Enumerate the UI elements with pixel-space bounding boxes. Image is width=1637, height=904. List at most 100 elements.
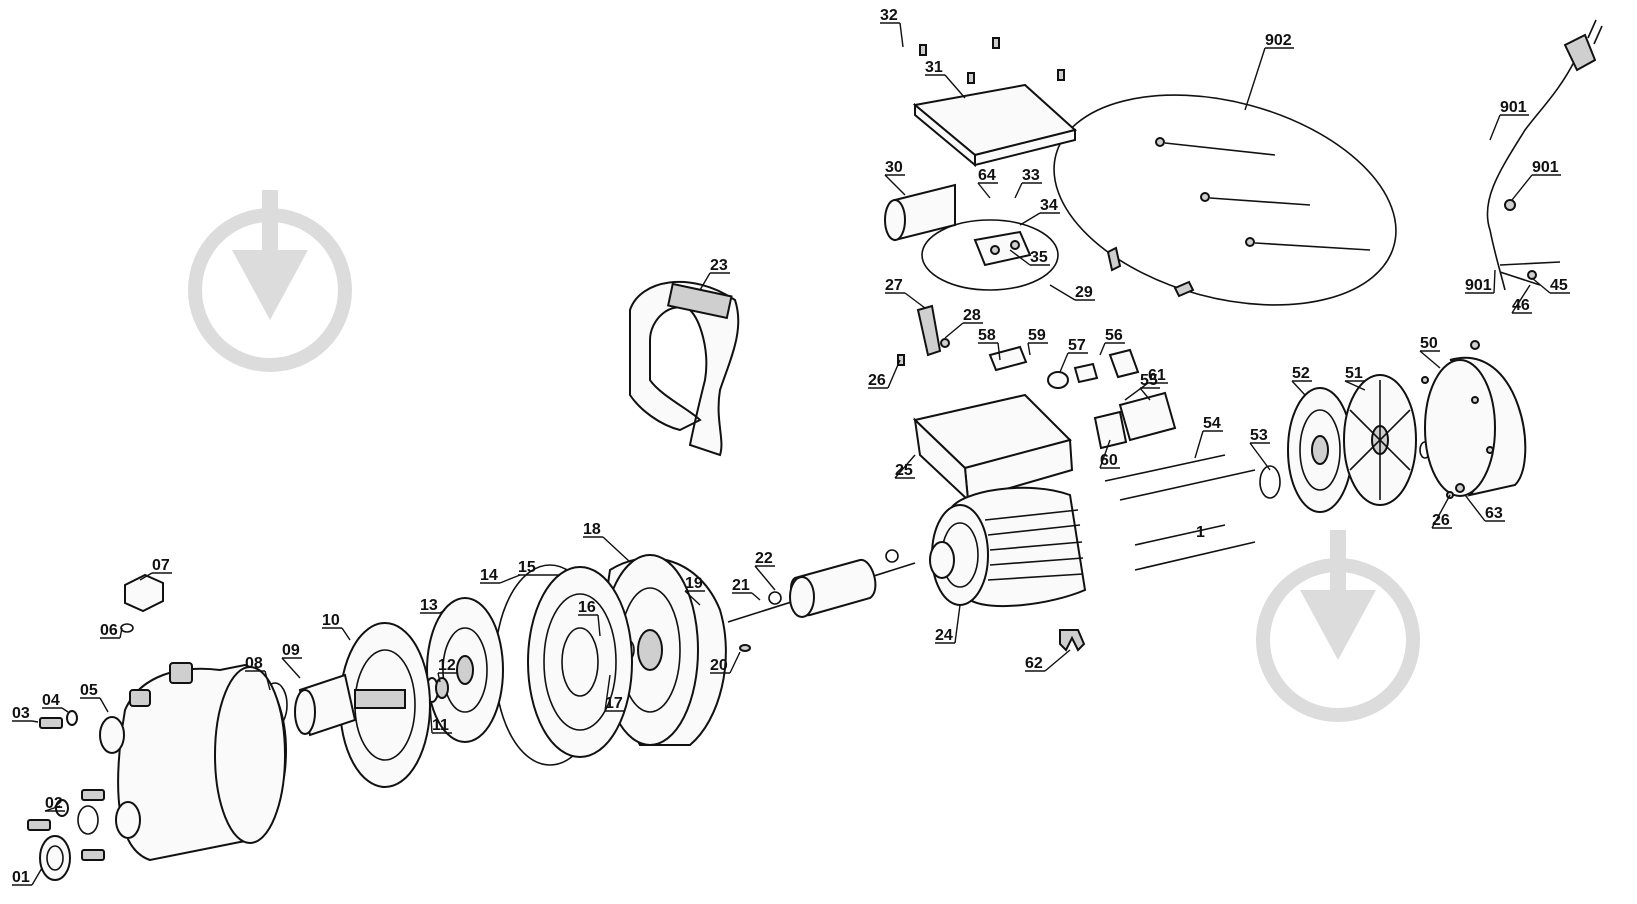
callout-leader (1049, 284, 1076, 301)
watermark-download-icon-left (188, 190, 352, 372)
callout-leader (1099, 439, 1111, 469)
callout-leader (1124, 382, 1149, 401)
callout-24: 24 (935, 627, 953, 644)
callout-31: 31 (925, 59, 943, 76)
callout-28: 28 (963, 307, 981, 324)
callout-leader (281, 657, 301, 679)
callout-08: 08 (245, 655, 263, 672)
cooling-fan (1343, 374, 1417, 506)
callout-leader (31, 720, 39, 723)
screw-28 (940, 338, 950, 348)
callout-57: 57 (1068, 337, 1086, 354)
power-cord (1486, 19, 1603, 291)
callout-leader (754, 565, 776, 591)
callout-leader (684, 590, 701, 606)
venturi-nozzle (294, 673, 357, 737)
callout-leader (61, 707, 69, 713)
filler-plug (124, 573, 164, 613)
callout-09: 09 (282, 642, 300, 659)
drain-screws (27, 710, 105, 861)
callout-leader (1044, 649, 1071, 672)
terminal-box-base (912, 393, 1074, 503)
callout-leader (1139, 387, 1151, 401)
callout-leader (894, 454, 916, 479)
terminal-box-cover (912, 83, 1078, 168)
callout-901: 901 (1532, 159, 1559, 176)
callout-leader (429, 701, 433, 734)
callout-10: 10 (322, 612, 340, 629)
callout-06: 06 (100, 622, 118, 639)
callout-58: 58 (978, 327, 996, 344)
callout-leader (887, 359, 901, 389)
callout-902: 902 (1265, 32, 1292, 49)
wire-leads (1155, 137, 1371, 251)
callout-01: 01 (12, 869, 30, 886)
motor-stator (931, 486, 1087, 608)
watermark-download-icon-right (1256, 530, 1420, 722)
callout-29: 29 (1075, 284, 1093, 301)
callout-leader (1059, 352, 1069, 373)
screws-top (919, 37, 1065, 84)
callout-25: 25 (895, 462, 913, 479)
callout-leader (944, 322, 964, 339)
callout-21: 21 (732, 577, 750, 594)
callout-45: 45 (1550, 277, 1568, 294)
callout-leader (499, 574, 521, 584)
callout-16: 16 (578, 599, 596, 616)
callout-61: 61 (1148, 367, 1166, 384)
bearing-shield-rear (1287, 387, 1353, 513)
callout-leader (1019, 212, 1041, 226)
callout-13: 13 (420, 597, 438, 614)
callout-leader (1099, 342, 1106, 356)
callout-33: 33 (1022, 167, 1040, 184)
callout-18: 18 (583, 521, 601, 538)
callout-leader (44, 805, 61, 812)
callout-51: 51 (1345, 365, 1363, 382)
screw-26 (897, 354, 905, 366)
callout-leader (997, 342, 1001, 361)
callout-64: 64 (978, 167, 996, 184)
gasket-ring (921, 219, 1059, 291)
callout-leader (904, 292, 926, 309)
callout-05: 05 (80, 682, 98, 699)
callout-leader (602, 536, 631, 563)
callout-22: 22 (755, 550, 773, 567)
switch (1093, 391, 1177, 450)
callout-03: 03 (12, 705, 30, 722)
callout-30: 30 (885, 159, 903, 176)
fan-cover (1424, 356, 1527, 497)
wiring-group-outline (1053, 94, 1397, 306)
callout-26: 26 (868, 372, 886, 389)
screw-45 (1527, 270, 1537, 280)
callout-04: 04 (42, 692, 60, 709)
terminal-block (973, 230, 1032, 267)
callout-leader (1511, 284, 1531, 314)
callout-27: 27 (885, 277, 903, 294)
callout-leader (977, 182, 991, 199)
callout-leader (954, 604, 961, 644)
callout-leader (1009, 249, 1031, 266)
callout-leader (139, 572, 153, 581)
callout-901: 901 (1500, 99, 1527, 116)
callout-leader (1014, 182, 1023, 199)
callout-leader (884, 174, 906, 196)
shaft-mark: 1 (1196, 524, 1205, 541)
carrying-handle (629, 280, 740, 457)
cable-gland (988, 345, 1140, 389)
fitting-right (1173, 280, 1195, 298)
seal-06 (120, 623, 134, 633)
callout-11: 11 (432, 717, 449, 734)
circlip-53 (1259, 465, 1281, 499)
callout-leader (1249, 442, 1271, 471)
callout-leader (439, 609, 446, 614)
callout-leader (1431, 494, 1451, 529)
callout-leader (751, 592, 761, 601)
key-20 (739, 644, 751, 652)
screw-50b (1421, 376, 1429, 384)
callout-leader (729, 651, 741, 674)
callout-leader (1344, 380, 1366, 391)
callout-leader (597, 614, 601, 637)
clip-22 (768, 591, 782, 605)
callout-62: 62 (1025, 655, 1043, 672)
